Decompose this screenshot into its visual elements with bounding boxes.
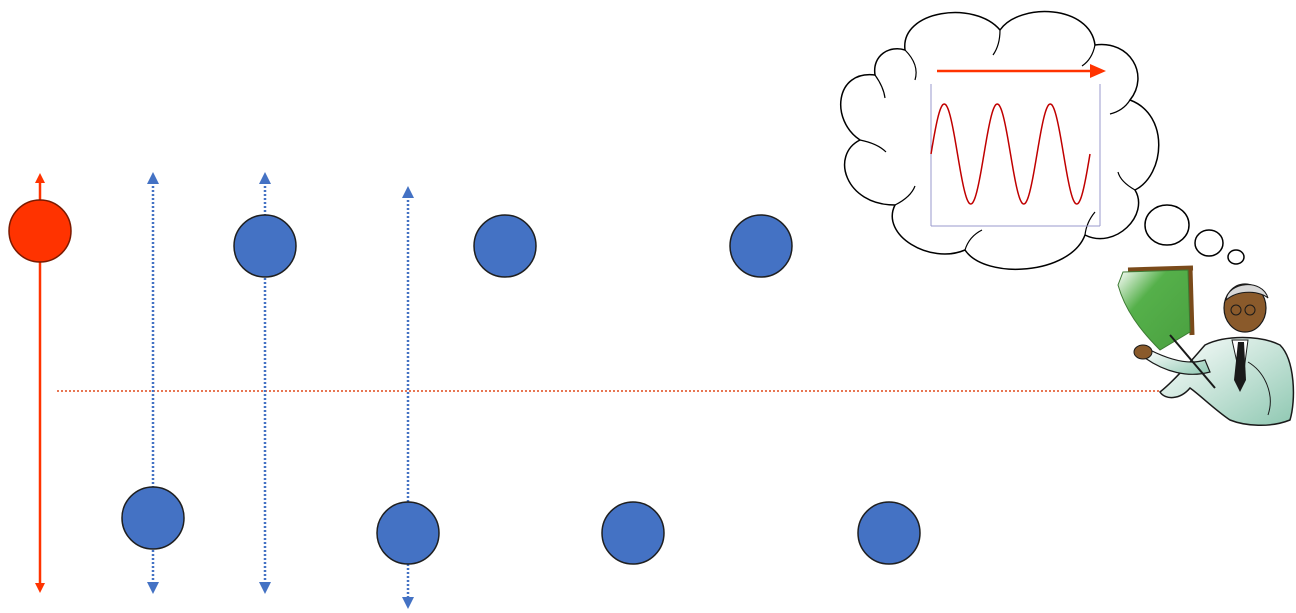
particle-3 bbox=[376, 501, 440, 565]
particle-6 bbox=[729, 214, 793, 278]
thought-cloud-icon bbox=[839, 10, 1245, 270]
particle-1 bbox=[121, 486, 185, 550]
presenter-with-pointer-icon bbox=[1117, 265, 1295, 426]
thought-bubble-large bbox=[1144, 204, 1190, 246]
particle-4 bbox=[473, 214, 537, 278]
particle-2 bbox=[233, 214, 297, 278]
particle-5 bbox=[601, 501, 665, 565]
wave-plot bbox=[930, 64, 1106, 227]
source-particle bbox=[8, 199, 72, 263]
wave-curve bbox=[930, 103, 1091, 205]
thought-bubble-medium bbox=[1194, 229, 1224, 257]
thought-bubble-small bbox=[1227, 249, 1245, 265]
particle-7 bbox=[857, 501, 921, 565]
